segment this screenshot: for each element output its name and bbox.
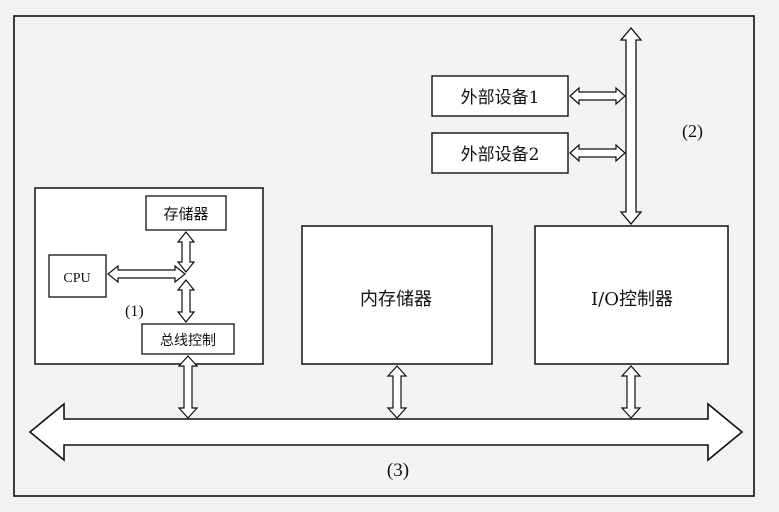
bus-control-label: 总线控制	[160, 333, 216, 349]
main-memory-box	[301, 225, 493, 365]
local-bus-arrow-upper	[176, 231, 196, 273]
ext-device-1-arrow	[569, 86, 626, 106]
ext-device-2-arrow	[569, 143, 626, 163]
ext-device-2-box	[431, 132, 569, 174]
tag-1-label: (1)	[125, 303, 144, 320]
ext-device-2-label: 外部设备2	[461, 145, 540, 165]
local-bus-arrow-lower	[176, 279, 196, 323]
tag-2-label: (2)	[682, 121, 703, 142]
system-bus-arrow	[28, 402, 744, 462]
cpu-arrow	[107, 264, 186, 284]
io-controller-box	[534, 225, 729, 365]
cpu-label: CPU	[63, 271, 90, 286]
io-bus-arrow	[619, 26, 643, 226]
bus-control-box	[141, 323, 235, 355]
local-memory-label: 存储器	[163, 205, 208, 223]
cpu-box	[48, 254, 107, 298]
main-memory-label: 内存储器	[360, 289, 432, 310]
io-controller-label: I/O控制器	[591, 289, 673, 310]
ext-device-1-box	[431, 75, 569, 117]
ext-device-1-label: 外部设备1	[461, 88, 540, 108]
io-controller-to-system-bus-arrow	[620, 365, 642, 419]
main-memory-to-system-bus-arrow	[386, 365, 408, 419]
bus-control-to-system-bus-arrow	[177, 355, 199, 419]
local-memory-box	[145, 195, 227, 231]
outer-frame	[13, 15, 755, 497]
tag-3-label: (3)	[387, 460, 409, 481]
